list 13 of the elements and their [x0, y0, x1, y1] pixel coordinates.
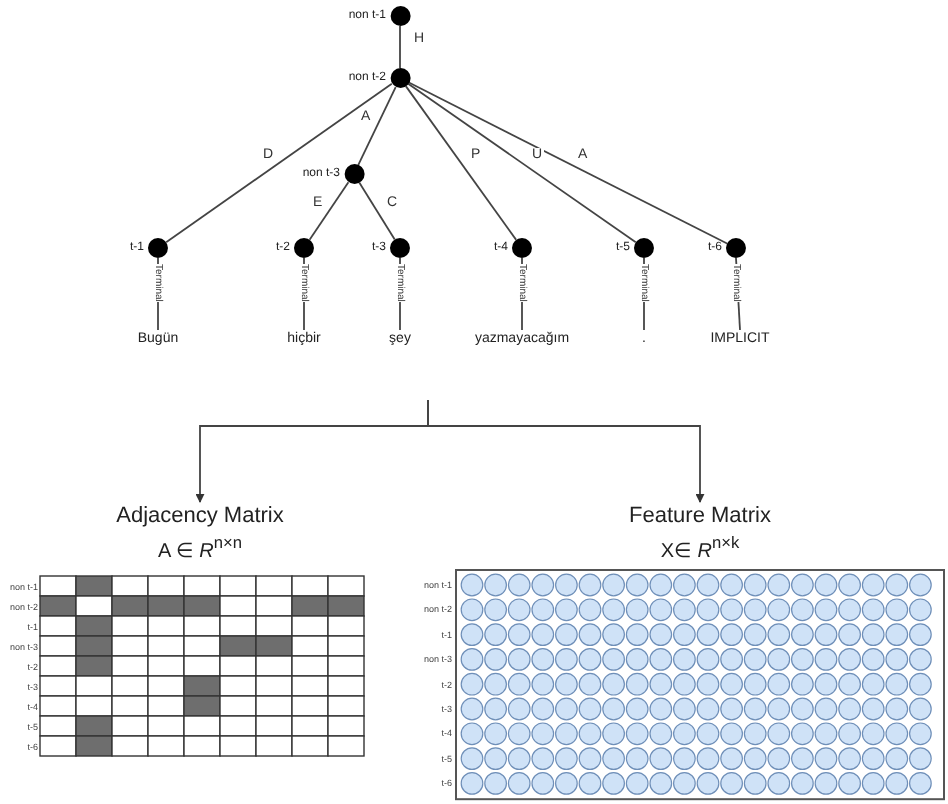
tree-edge — [357, 86, 397, 166]
matrix-title: Adjacency Matrix — [116, 504, 284, 530]
tree-edge — [165, 82, 393, 244]
tree-edge — [399, 25, 401, 69]
tree-edge — [407, 82, 637, 244]
tree-edge — [404, 85, 518, 241]
arrow — [427, 399, 705, 503]
matrix-formula: X∈ R$^{n×k}$ — [658, 530, 742, 565]
tree-edge — [308, 181, 350, 241]
tree-edge — [408, 81, 728, 245]
matrix-formula: A ∈ R$^{n×n}$ — [155, 530, 245, 565]
tree-edge — [358, 181, 396, 241]
matrix-title: Feature Matrix — [629, 504, 771, 530]
